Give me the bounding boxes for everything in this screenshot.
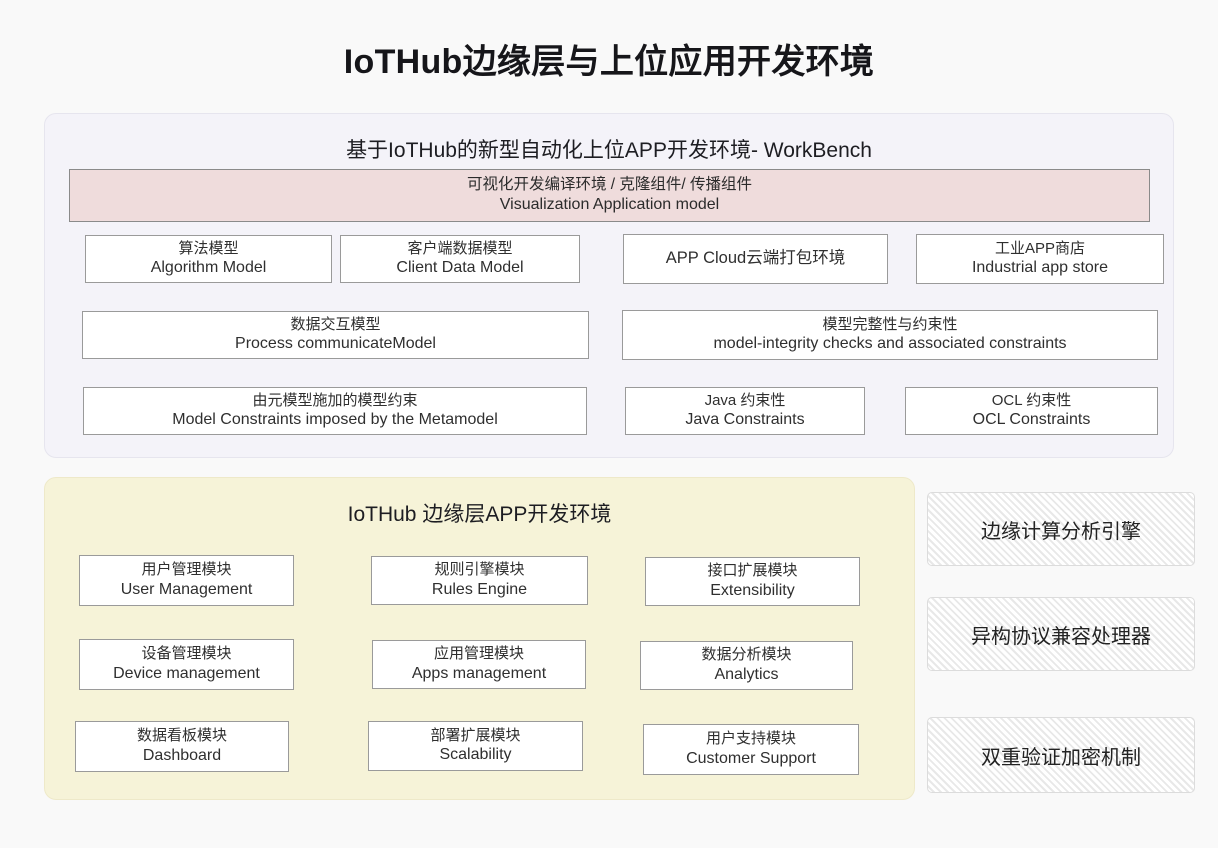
node-label-en: Model Constraints imposed by the Metamod… (172, 411, 498, 429)
module-apps-management[interactable]: 应用管理模块 Apps management (372, 640, 586, 689)
node-label-en: Client Data Model (396, 259, 524, 277)
node-label-cn: 工业APP商店 (994, 239, 1085, 257)
module-label-en: Analytics (714, 665, 779, 683)
node-client-data-model[interactable]: 客户端数据模型 Client Data Model (340, 235, 580, 283)
module-label-en: Extensibility (710, 581, 795, 599)
side-item-label: 双重验证加密机制 (981, 746, 1141, 769)
edge-layer-panel-title: IoTHub 边缘层APP开发环境 (347, 503, 612, 526)
module-label-en: Device management (113, 664, 260, 682)
node-label-cn: 模型完整性与约束性 (822, 315, 958, 333)
node-label-en: model-integrity checks and associated co… (713, 335, 1067, 353)
node-label-cn: APP Cloud云端打包环境 (665, 249, 846, 268)
module-device-management[interactable]: 设备管理模块 Device management (79, 639, 294, 690)
module-user-management[interactable]: 用户管理模块 User Management (79, 555, 294, 606)
module-label-cn: 部署扩展模块 (430, 726, 521, 744)
module-customer-support[interactable]: 用户支持模块 Customer Support (643, 724, 859, 775)
node-java-constraints[interactable]: Java 约束性 Java Constraints (625, 387, 865, 435)
banner-line-en: Visualization Application model (499, 196, 720, 214)
node-ocl-constraints[interactable]: OCL 约束性 OCL Constraints (905, 387, 1158, 435)
node-label-en: Process communicateModel (235, 335, 436, 353)
node-label-cn: 算法模型 (178, 239, 239, 257)
module-label-en: Apps management (411, 664, 547, 682)
node-label-en: Java Constraints (685, 411, 805, 429)
node-model-integrity-constraints[interactable]: 模型完整性与约束性 model-integrity checks and ass… (622, 310, 1158, 360)
module-analytics[interactable]: 数据分析模块 Analytics (640, 641, 853, 690)
node-app-cloud-packaging[interactable]: APP Cloud云端打包环境 (623, 234, 888, 284)
side-item-label: 异构协议兼容处理器 (971, 625, 1151, 648)
module-extensibility[interactable]: 接口扩展模块 Extensibility (645, 557, 860, 606)
node-label-cn: OCL 约束性 (991, 391, 1072, 409)
node-label-en: Industrial app store (971, 259, 1109, 277)
workbench-panel-title: 基于IoTHub的新型自动化上位APP开发环境- WorkBench (346, 139, 872, 162)
module-dashboard[interactable]: 数据看板模块 Dashboard (75, 721, 289, 772)
side-item-protocol-compatibility[interactable]: 异构协议兼容处理器 (927, 597, 1195, 671)
module-label-en: Dashboard (142, 746, 222, 764)
page-title: IoTHub边缘层与上位应用开发环境 (343, 43, 875, 81)
node-label-cn: 由元模型施加的模型约束 (252, 391, 418, 409)
visualization-banner: 可视化开发编译环境 / 克隆组件/ 传播组件 Visualization App… (69, 169, 1150, 222)
module-label-cn: 数据看板模块 (136, 727, 227, 745)
side-item-dual-auth-encryption[interactable]: 双重验证加密机制 (927, 717, 1195, 793)
node-label-en: OCL Constraints (972, 411, 1091, 429)
node-process-communicate-model[interactable]: 数据交互模型 Process communicateModel (82, 311, 589, 359)
module-label-en: Customer Support (686, 749, 816, 767)
node-industrial-app-store[interactable]: 工业APP商店 Industrial app store (916, 234, 1164, 284)
node-metamodel-constraints[interactable]: 由元模型施加的模型约束 Model Constraints imposed by… (83, 387, 587, 435)
module-label-cn: 应用管理模块 (433, 645, 524, 663)
node-algorithm-model[interactable]: 算法模型 Algorithm Model (85, 235, 332, 283)
module-label-en: User Management (120, 580, 253, 598)
node-label-cn: Java 约束性 (704, 391, 786, 409)
module-label-cn: 接口扩展模块 (707, 562, 798, 580)
node-label-cn: 数据交互模型 (290, 315, 381, 333)
module-label-cn: 设备管理模块 (141, 645, 232, 663)
banner-line-cn: 可视化开发编译环境 / 克隆组件/ 传播组件 (466, 176, 753, 194)
module-label-en: Rules Engine (431, 580, 528, 598)
module-label-cn: 规则引擎模块 (434, 561, 525, 579)
module-label-cn: 用户管理模块 (141, 561, 232, 579)
module-scalability[interactable]: 部署扩展模块 Scalability (368, 721, 583, 771)
module-rules-engine[interactable]: 规则引擎模块 Rules Engine (371, 556, 588, 605)
node-label-en: Algorithm Model (150, 259, 267, 277)
side-item-label: 边缘计算分析引擎 (981, 520, 1141, 543)
node-label-cn: 客户端数据模型 (407, 239, 513, 257)
module-label-en: Scalability (439, 746, 512, 764)
side-item-edge-compute-engine[interactable]: 边缘计算分析引擎 (927, 492, 1195, 566)
module-label-cn: 用户支持模块 (705, 730, 796, 748)
module-label-cn: 数据分析模块 (701, 646, 792, 664)
